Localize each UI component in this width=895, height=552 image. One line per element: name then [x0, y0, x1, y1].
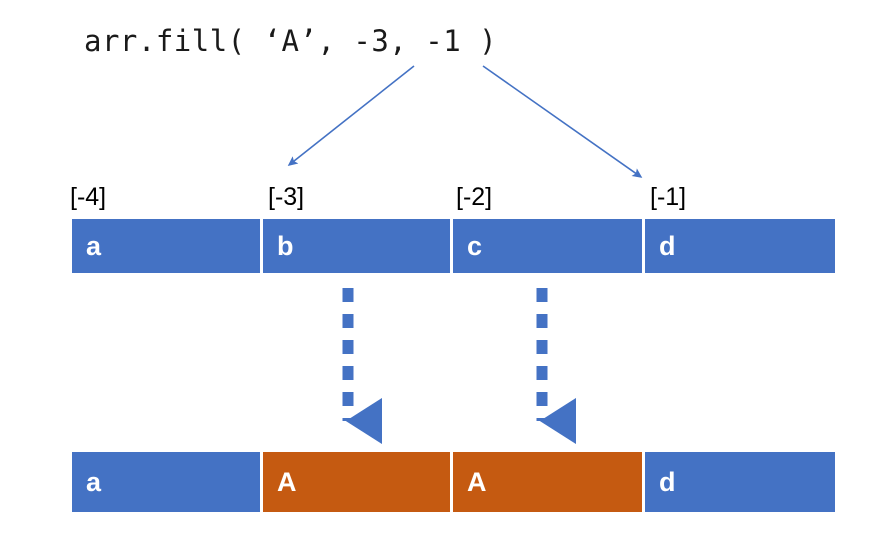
array-after: a A A d — [72, 452, 835, 512]
array-before-cell-0: a — [72, 219, 263, 273]
cell-value: A — [277, 466, 297, 497]
array-after-cell-2: A — [453, 452, 645, 512]
array-before-cell-1: b — [263, 219, 453, 273]
arrow-end-index — [482, 65, 643, 178]
array-after-cell-3: d — [645, 452, 835, 512]
cell-value: b — [277, 230, 294, 261]
array-after-cell-0: a — [72, 452, 263, 512]
index-label-minus1: [-1] — [650, 183, 687, 211]
array-after-cell-1: A — [263, 452, 453, 512]
index-label-minus4: [-4] — [70, 183, 107, 211]
array-before-cell-2: c — [453, 219, 645, 273]
arrow-start-index — [287, 65, 415, 166]
cell-value: d — [659, 230, 676, 261]
cell-value: c — [467, 230, 483, 261]
array-before-cell-3: d — [645, 219, 835, 273]
page-title: arr.fill( ‘A’, -3, -1 ) — [84, 24, 498, 58]
array-before: a b c d — [72, 219, 835, 273]
cell-value: a — [86, 230, 102, 261]
index-label-minus3: [-3] — [268, 183, 305, 211]
cell-value: d — [659, 466, 676, 497]
cell-value: A — [467, 466, 487, 497]
cell-value: a — [86, 466, 102, 497]
index-label-minus2: [-2] — [456, 183, 493, 211]
